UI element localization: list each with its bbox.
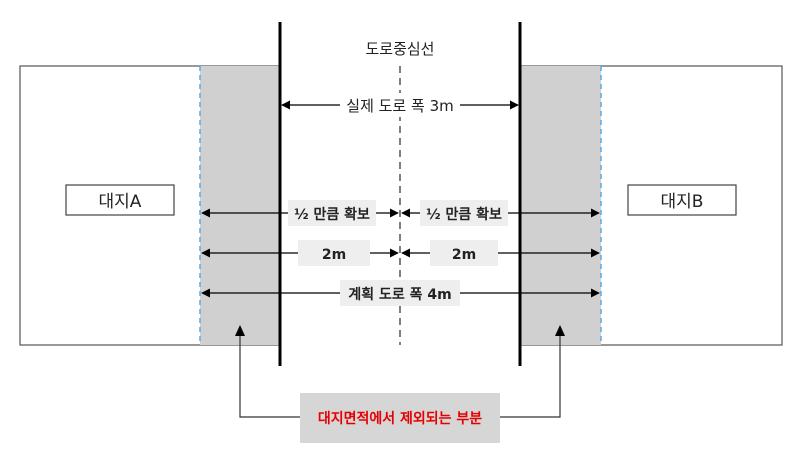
excluded-label-bg	[300, 393, 500, 443]
two-m-left-label: 2m	[322, 247, 346, 263]
planned-width-label: 계획 도로 폭 4m	[348, 286, 451, 303]
two-m-right-label: 2m	[452, 247, 476, 263]
half-left-label: ½ 만큼 확보	[294, 206, 370, 223]
excluded-pointer-left	[239, 333, 300, 418]
two-m-right-label-bg	[430, 240, 498, 266]
half-right-label: ½ 만큼 확보	[426, 206, 502, 223]
excluded-pointer-right-head	[555, 325, 565, 336]
excluded-label: 대지면적에서 제외되는 부분	[318, 410, 482, 427]
half-right-label-bg	[420, 200, 508, 226]
lot-a-label-box	[65, 184, 175, 216]
lot-b-label: 대지B	[661, 192, 704, 212]
two-m-left-label-bg	[298, 240, 370, 266]
excluded-strip-left	[200, 66, 280, 345]
excluded-strip-right	[520, 66, 601, 345]
centerline-label: 도로중심선	[365, 40, 434, 58]
excluded-pointer-right	[500, 333, 561, 418]
actual-width-label: 실제 도로 폭 3m	[346, 97, 453, 115]
actual-width-label-bg	[340, 93, 460, 117]
half-left-label-bg	[288, 200, 376, 226]
lot-b-label-box	[627, 184, 737, 216]
planned-width-label-bg	[340, 280, 460, 306]
lot-a-label: 대지A	[99, 192, 142, 212]
excluded-pointer-left-head	[235, 325, 245, 336]
